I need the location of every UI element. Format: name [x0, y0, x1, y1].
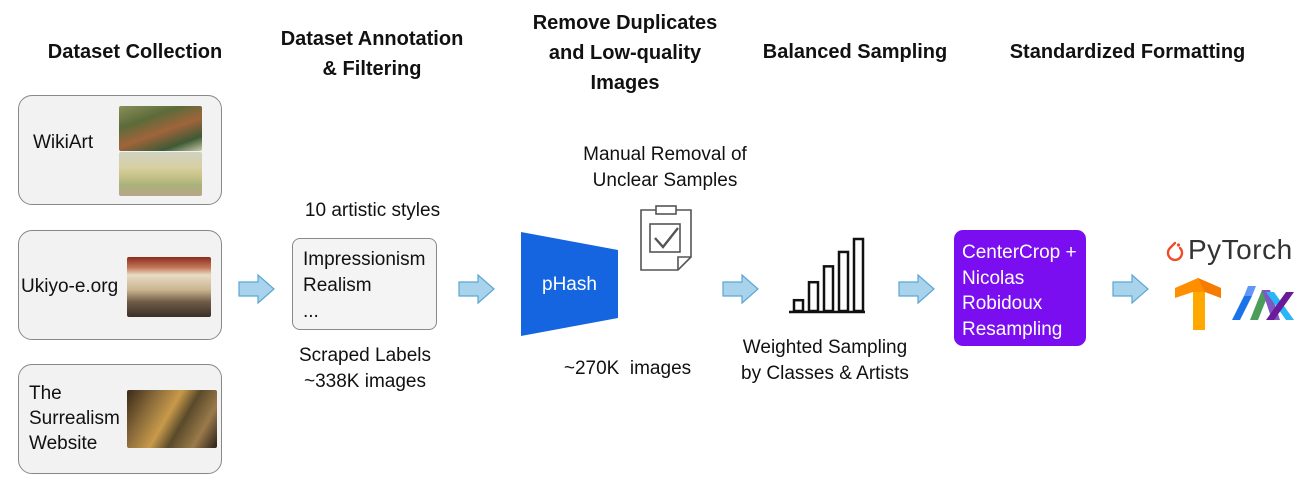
pytorch-logo-icon — [1166, 241, 1184, 262]
style-item-realism: Realism — [303, 275, 372, 296]
scraped-labels-caption: Scraped Labels ~338K images — [298, 345, 432, 392]
sampling-bar — [822, 265, 835, 313]
flow-arrow-2 — [458, 273, 495, 305]
preprocessing-box: CenterCrop + Nicolas Robidoux Resampling — [954, 230, 1086, 346]
source-wikiart: WikiArt — [18, 95, 222, 205]
weighted-sampling-caption: Weighted Sampling by Classes & Artists — [741, 337, 909, 384]
sampling-bar — [807, 280, 820, 313]
clipboard-check-icon — [640, 205, 692, 271]
flow-arrow-1 — [238, 273, 275, 305]
ukiyoe-print — [127, 257, 211, 317]
stage-title-sampling: Balanced Sampling — [762, 41, 948, 63]
styles-caption: 10 artistic styles — [304, 200, 441, 221]
stage-title-collection: Dataset Collection — [47, 41, 223, 63]
sampling-bar — [837, 250, 850, 313]
flow-arrow-4 — [898, 273, 935, 305]
phash-label: pHash — [542, 274, 597, 295]
source-label: WikiArt — [33, 132, 94, 153]
jax-logo-icon — [1232, 286, 1294, 320]
source-label: The Surrealism Website — [29, 383, 120, 454]
wikiart-painting-2 — [119, 152, 202, 196]
bar-chart-icon — [789, 237, 865, 314]
flow-arrow-3 — [722, 273, 759, 305]
stage-title-annotation: Dataset Annotation & Filtering — [280, 28, 464, 80]
stage-title-dedup: Remove Duplicates and Low-quality Images — [532, 12, 718, 94]
sampling-bar — [852, 237, 865, 313]
style-item-ellipsis: ... — [303, 301, 319, 322]
source-ukiyoe: Ukiyo-e.org — [18, 230, 222, 340]
styles-list-box: Impressionism Realism ... — [292, 238, 437, 330]
style-item-impressionism: Impressionism — [303, 249, 426, 270]
pytorch-label: PyTorch — [1188, 234, 1293, 265]
sampling-bar — [792, 298, 805, 313]
source-surrealism: The Surrealism Website — [18, 364, 222, 474]
manual-removal-caption: Manual Removal of Unclear Samples — [583, 144, 747, 191]
flow-arrow-5 — [1112, 273, 1149, 305]
wikiart-painting-1 — [119, 106, 202, 151]
phash-encoder — [521, 232, 618, 336]
tensorflow-logo-icon — [1175, 278, 1221, 330]
source-label: Ukiyo-e.org — [21, 276, 119, 297]
surrealism-painting — [127, 390, 217, 448]
dedup-count: ~270K images — [563, 358, 692, 379]
stage-title-formatting: Standardized Formatting — [1009, 41, 1246, 63]
